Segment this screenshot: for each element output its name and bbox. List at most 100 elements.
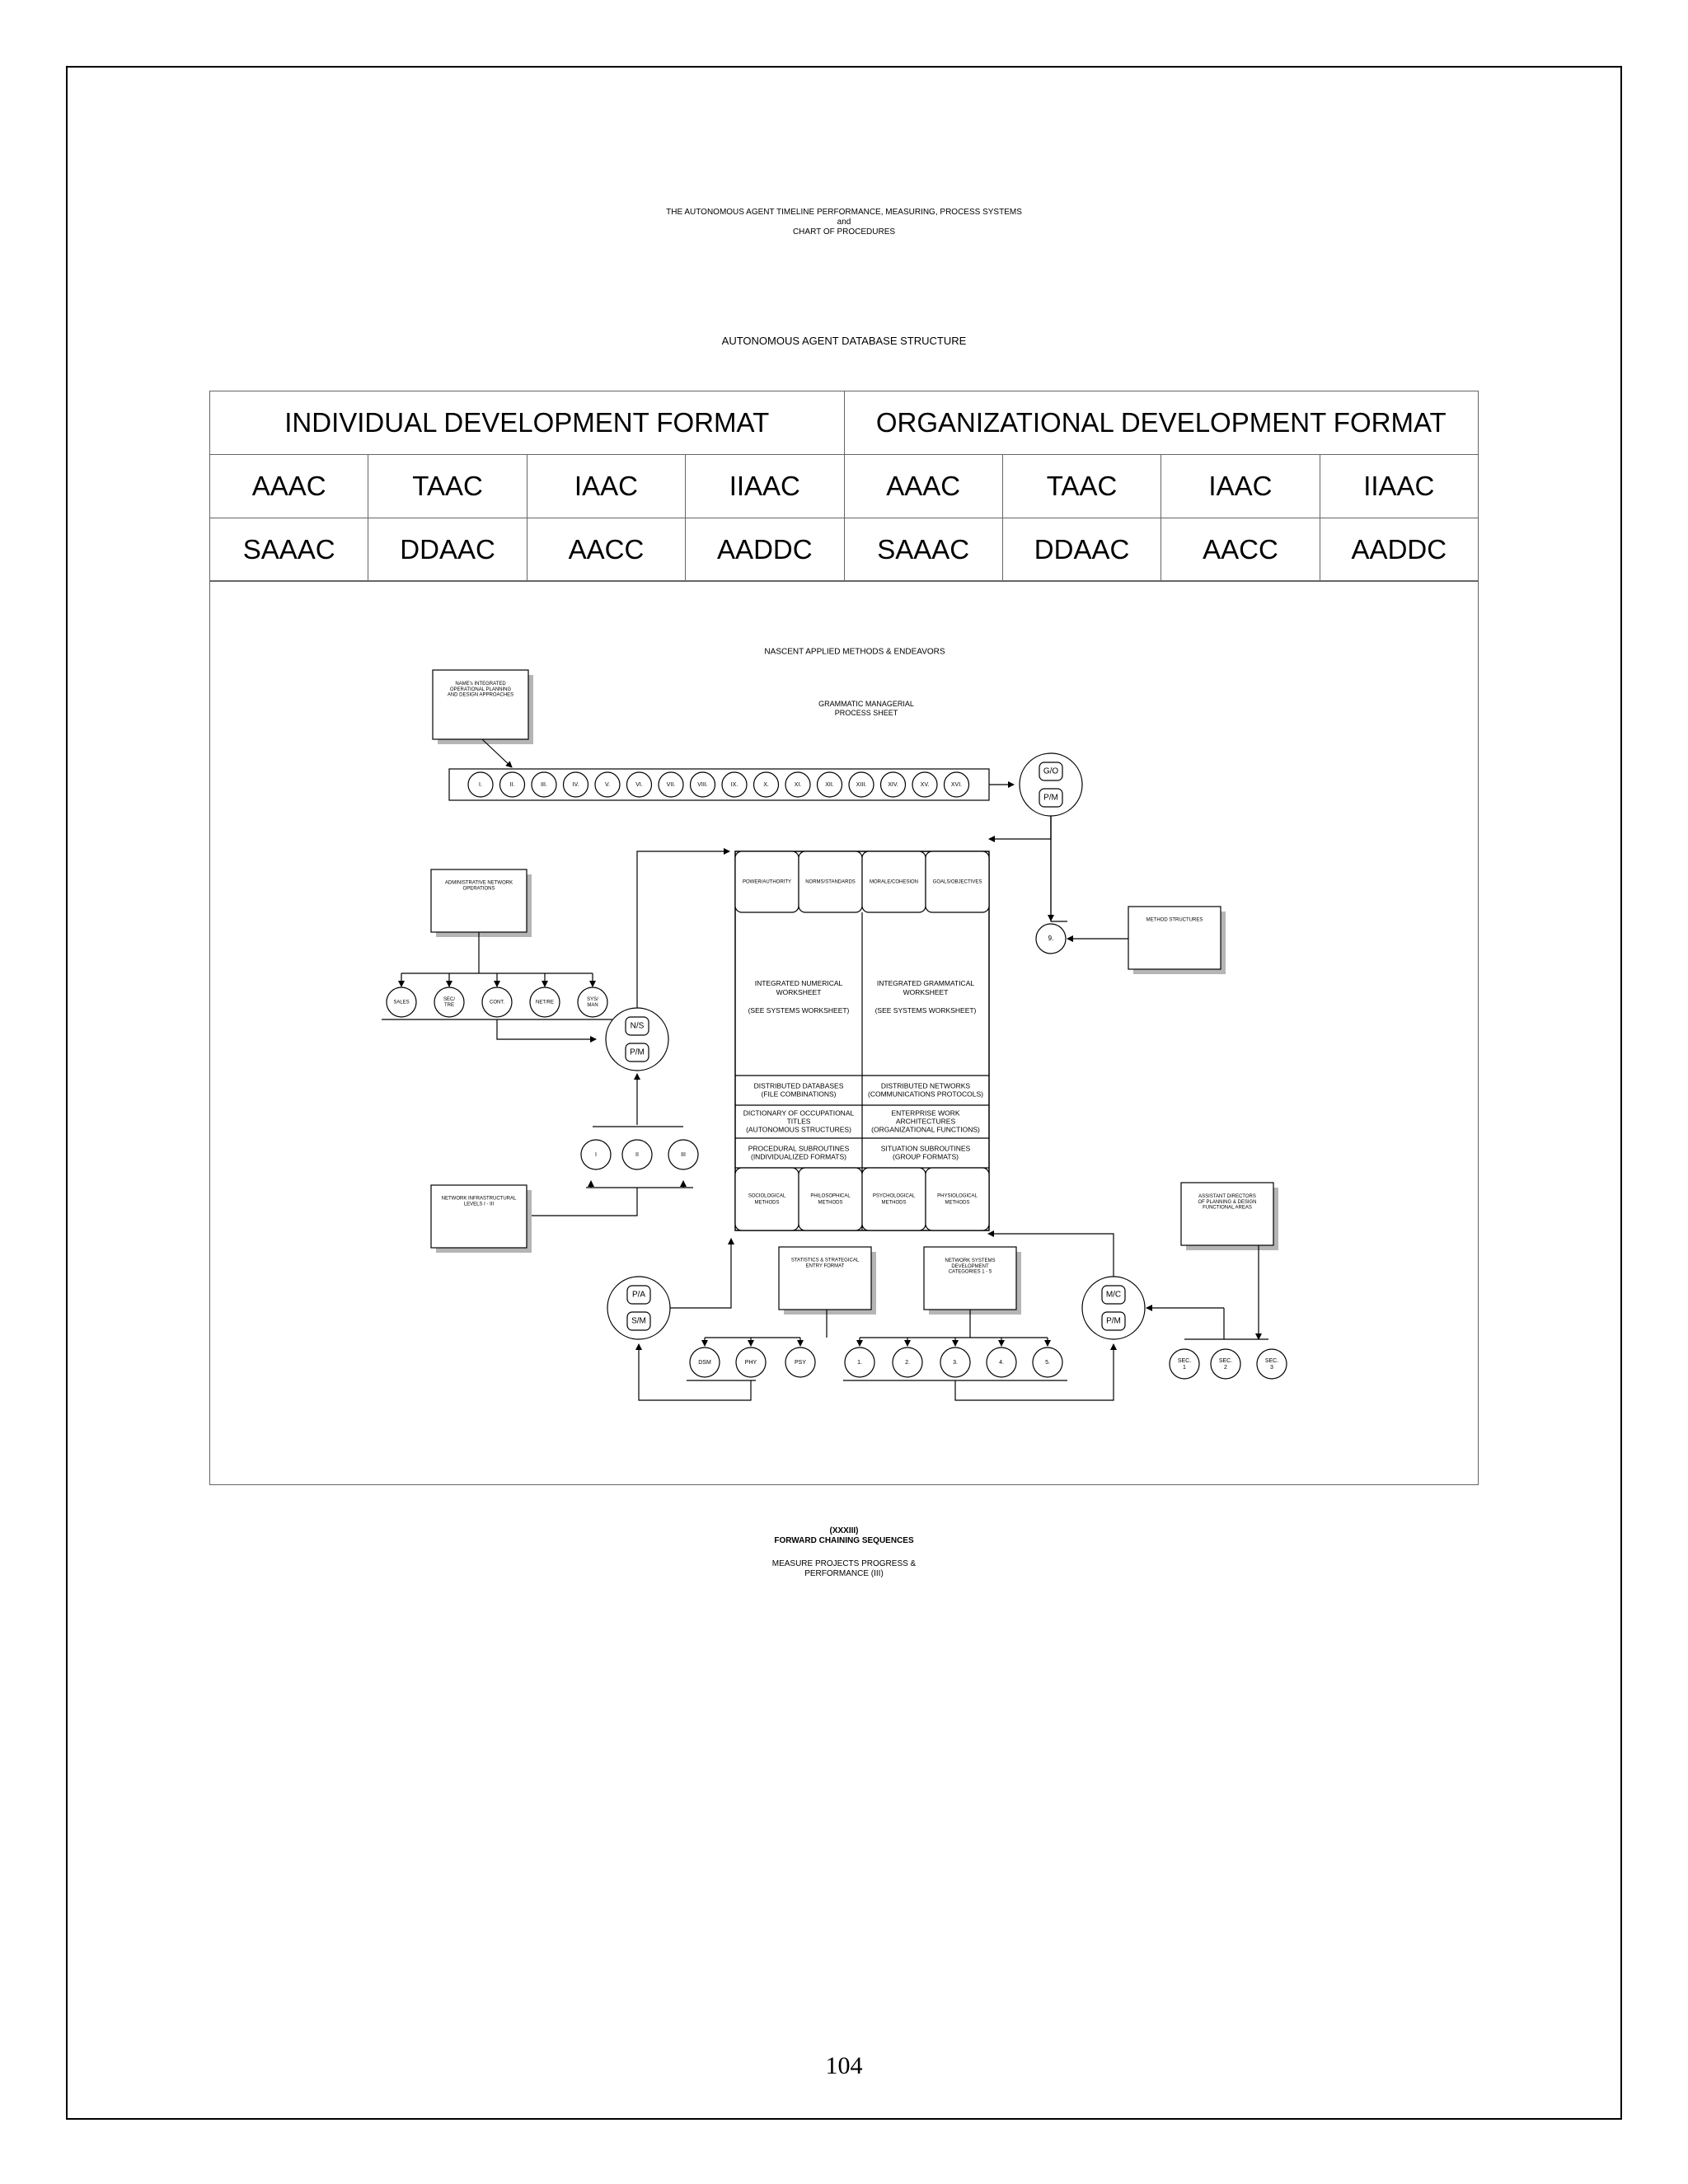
numerical-worksheet-label: INTEGRATED NUMERICAL <box>755 979 843 987</box>
grid-bottom-label: METHODS <box>818 1201 843 1206</box>
grammatic-sheet-title: GRAMMATIC MANAGERIAL <box>818 700 914 708</box>
roman-node-label: VII. <box>667 782 676 788</box>
sec-node-label: SEC. <box>1265 1358 1278 1364</box>
go-pm-node-bottom-label: P/M <box>1043 794 1058 803</box>
roman-node <box>626 771 653 798</box>
ns-level-node-label: I <box>595 1152 597 1158</box>
ns-level-node-label: II <box>635 1152 639 1158</box>
numerical-worksheet-label: (SEE SYSTEMS WORKSHEET) <box>748 1006 850 1015</box>
grid-row-left-label: (AUTONOMOUS STRUCTURES) <box>746 1125 851 1133</box>
category-node-label: 5. <box>1045 1360 1050 1366</box>
table-cell: IAAC <box>1160 454 1320 518</box>
pa-sm-node-top-label: P/A <box>632 1291 645 1300</box>
admin-node <box>577 987 608 1018</box>
ns-pm-node-bottom-pill <box>625 1043 649 1062</box>
name-box-arrow <box>481 738 513 768</box>
grid-row-right-label: ENTERPRISE WORK <box>891 1108 959 1117</box>
grammatical-worksheet-label: (SEE SYSTEMS WORKSHEET) <box>875 1006 977 1015</box>
ns-level-node <box>580 1139 612 1170</box>
admin-node-label: SALES <box>393 1001 409 1005</box>
sec-node <box>1210 1348 1241 1380</box>
page-number: 104 <box>825 2052 863 2079</box>
pa-to-grid-line <box>670 1238 734 1309</box>
roman-node-label: XII. <box>825 782 834 788</box>
grammatic-sheet-title: PROCESS SHEET <box>835 709 898 717</box>
grid-bottom-label: PHYSIOLOGICAL <box>937 1194 978 1199</box>
statistics-node <box>735 1347 767 1378</box>
roman-node-label: XVI. <box>951 782 962 788</box>
grammatical-worksheet-label: WORKSHEET <box>903 988 949 996</box>
header-line-2: and <box>837 218 851 227</box>
grid-row-right-label: DISTRIBUTED NETWORKS <box>881 1081 970 1090</box>
roman-node-label: IV. <box>573 782 579 788</box>
admin-node-label: MAN <box>587 1003 598 1008</box>
roman-node-label: VIII. <box>697 782 708 788</box>
grid-row-right-label: SITUATION SUBROUTINES <box>881 1144 971 1152</box>
grid-top-label: GOALS/OBJECTIVES <box>933 880 982 885</box>
mc-pm-node-bottom-label: P/M <box>1106 1317 1121 1326</box>
table-cell: DDAAC <box>368 518 528 582</box>
name-planning-box-label: OPERATIONAL PLANNING <box>450 687 512 692</box>
statistics-to-pa-line <box>635 1343 752 1401</box>
table-cell: SAAAC <box>209 518 369 582</box>
roman-node <box>912 771 938 798</box>
admin-node-label: TRE <box>444 1003 454 1008</box>
sec-node <box>1256 1348 1287 1380</box>
ns-level-node-label: III <box>681 1152 686 1158</box>
network-systems-box <box>923 1246 1017 1310</box>
grid-row-left-label: DISTRIBUTED DATABASES <box>754 1081 844 1090</box>
statistics-node <box>785 1347 816 1378</box>
grid-row-right-label: (COMMUNICATIONS PROTOCOLS) <box>868 1090 983 1098</box>
format-table-row-2: SAAAC DDAAC AACC AADDC SAAAC DDAAC AACC … <box>209 518 1479 582</box>
category-node-label: 2. <box>905 1360 910 1366</box>
category-node <box>892 1347 923 1378</box>
roman-node-label: II. <box>510 782 515 788</box>
go-pm-node-bottom-pill <box>1039 788 1063 808</box>
admin-node-label: SYS/ <box>587 997 598 1002</box>
grid-top-cell <box>925 851 990 913</box>
roman-node <box>721 771 748 798</box>
table-cell: AADDC <box>685 518 845 582</box>
grid-bottom-cell <box>798 1167 863 1231</box>
ns-to-grid-line <box>636 848 730 1008</box>
method-structures-box-label: METHOD STRUCTURES <box>1146 918 1203 923</box>
go-pm-node-top-pill <box>1039 762 1063 781</box>
grid-bottom-label: METHODS <box>755 1201 780 1206</box>
format-table-row-1: AAAC TAAC IAAC IIAAC AAAC TAAC IAAC IIAA… <box>209 454 1479 518</box>
header-line-3: CHART OF PROCEDURES <box>792 227 896 237</box>
table-cell: IAAC <box>526 454 687 518</box>
roman-node-label: XIII. <box>856 782 867 788</box>
roman-numeral-bar <box>448 768 990 801</box>
sec-node-label: 1 <box>1183 1365 1186 1371</box>
name-planning-box-label: AND DESIGN APPROACHES <box>448 693 513 698</box>
format-table-header-row: INDIVIDUAL DEVELOPMENT FORMAT ORGANIZATI… <box>209 391 1479 455</box>
roman-node-label: V. <box>605 782 610 788</box>
network-systems-box-label: NETWORK SYSTEMS <box>945 1258 995 1263</box>
statistics-node-label: PSY <box>795 1360 806 1366</box>
assistant-directors-box-label: ASSISTANT DIRECTORS <box>1198 1194 1256 1199</box>
roman-node <box>467 771 494 798</box>
name-planning-box-label: NAME's INTEGRATED <box>455 682 506 687</box>
assistant-directors-box-label: FUNCTIONAL AREAS <box>1203 1206 1252 1211</box>
table-cell: AACC <box>1160 518 1320 582</box>
table-cell: TAAC <box>1001 454 1162 518</box>
roman-node <box>594 771 621 798</box>
admin-network-box-label: OPERATIONS <box>463 887 495 892</box>
roman-node <box>658 771 684 798</box>
network-systems-box-label: CATEGORIES 1 - 5 <box>949 1270 992 1275</box>
category-node <box>1032 1347 1063 1378</box>
infrastructure-box <box>430 1184 528 1249</box>
category-node <box>940 1347 971 1378</box>
roman-node <box>499 771 526 798</box>
category-node-label: 4. <box>999 1360 1004 1366</box>
database-structure-title: AUTONOMOUS AGENT DATABASE STRUCTURE <box>721 335 967 347</box>
pa-sm-node-top-pill <box>626 1285 651 1305</box>
grid-row-right-label: ARCHITECTURES <box>896 1117 956 1125</box>
nine-node-label: 9. <box>1048 935 1054 942</box>
infrastructure-box-label: NETWORK INFRASTRUCTURAL <box>442 1197 517 1202</box>
roman-node <box>848 771 874 798</box>
grid-row-left-label: TITLES <box>787 1117 811 1125</box>
assistant-directors-box-label: OF PLANNING & DESIGN <box>1198 1200 1256 1205</box>
roman-node <box>785 771 811 798</box>
